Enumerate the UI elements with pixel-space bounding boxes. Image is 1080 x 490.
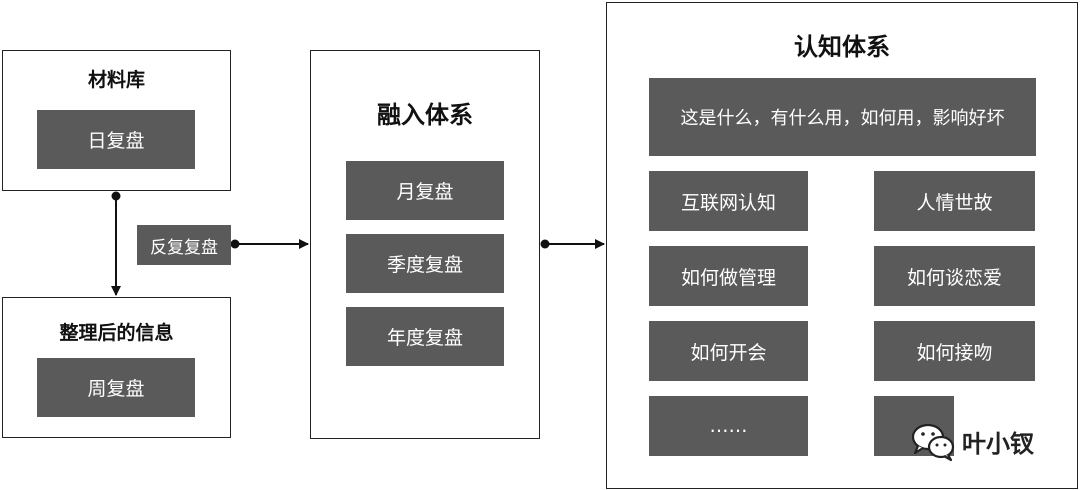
wechat-icon bbox=[911, 423, 955, 462]
materials-box: 材料库 日复盘 bbox=[2, 50, 231, 191]
annual-review: 年度复盘 bbox=[346, 307, 504, 366]
cognition-item-internet: 互联网认知 bbox=[649, 171, 808, 231]
daily-review: 日复盘 bbox=[37, 110, 195, 169]
cognition-item-more: …… bbox=[649, 396, 808, 456]
weekly-review: 周复盘 bbox=[37, 358, 195, 417]
materials-title: 材料库 bbox=[87, 69, 145, 91]
arrow-to-integrate-dot bbox=[230, 239, 240, 249]
cognition-item-management: 如何做管理 bbox=[649, 246, 808, 306]
integrate-box: 融入体系 月复盘 季度复盘 年度复盘 bbox=[310, 50, 540, 439]
cognition-title: 认知体系 bbox=[794, 33, 890, 61]
cognition-item-social: 人情世故 bbox=[874, 171, 1035, 231]
monthly-review: 月复盘 bbox=[346, 161, 504, 220]
arrow-to-cognition-dot bbox=[540, 239, 550, 249]
cognition-item-meeting: 如何开会 bbox=[649, 321, 808, 381]
quarterly-review: 季度复盘 bbox=[346, 234, 504, 293]
cognition-header: 这是什么，有什么用，如何用，影响好坏 bbox=[649, 78, 1036, 156]
watermark: 叶小钗 bbox=[908, 418, 1058, 464]
watermark-text: 叶小钗 bbox=[962, 430, 1034, 458]
connector-label: 反复复盘 bbox=[137, 225, 231, 265]
integrate-title: 融入体系 bbox=[377, 101, 473, 129]
cognition-box: 认知体系 这是什么，有什么用，如何用，影响好坏 互联网认知 人情世故 如何做管理… bbox=[606, 2, 1078, 489]
cognition-item-kiss: 如何接吻 bbox=[874, 321, 1035, 381]
organized-title: 整理后的信息 bbox=[59, 322, 174, 344]
cognition-item-dating: 如何谈恋爱 bbox=[874, 246, 1035, 306]
organized-box: 整理后的信息 周复盘 bbox=[2, 297, 231, 438]
vertical-connector-dot bbox=[111, 191, 121, 201]
